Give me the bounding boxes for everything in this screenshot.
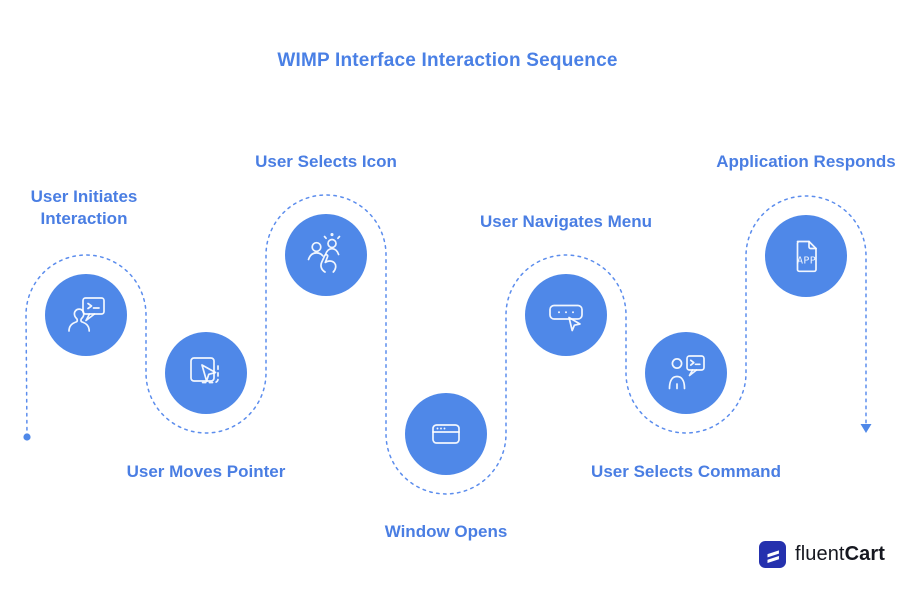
step-circle-user-moves-pointer — [165, 332, 247, 414]
path-end-arrow-icon — [860, 424, 872, 433]
step-label-user-initiates-interaction: User Initiates Interaction — [30, 187, 138, 229]
menu-cursor-icon — [549, 304, 583, 332]
step-label-user-moves-pointer: User Moves Pointer — [126, 462, 286, 481]
step-circle-user-selects-command — [645, 332, 727, 414]
user-chat-icon — [68, 297, 105, 332]
pointer-square-icon — [190, 357, 219, 384]
step-label-application-responds: Application Responds — [716, 152, 896, 171]
path-start-dot — [23, 433, 31, 441]
app-file-icon: APP — [796, 240, 817, 273]
window-icon — [432, 424, 460, 444]
step-circle-window-opens — [405, 393, 487, 475]
step-circle-user-initiates-interaction — [45, 274, 127, 356]
svg-text:APP: APP — [797, 256, 816, 267]
user-command-icon — [668, 355, 705, 390]
brand-name-bold: Cart — [844, 543, 885, 565]
step-label-user-selects-icon: User Selects Icon — [255, 152, 397, 171]
brand-logo: fluentCart — [759, 541, 885, 568]
brand-name-regular: fluent — [795, 543, 845, 565]
step-label-user-selects-command: User Selects Command — [591, 462, 781, 481]
tap-select-icon — [307, 233, 341, 273]
step-circle-user-selects-icon — [285, 214, 367, 296]
step-label-window-opens: Window Opens — [384, 522, 508, 541]
page-title: WIMP Interface Interaction Sequence — [277, 50, 618, 71]
fluentcart-logo-icon — [759, 541, 787, 568]
step-label-user-navigates-menu: User Navigates Menu — [480, 212, 652, 231]
step-circle-user-navigates-menu — [525, 274, 607, 356]
step-circle-application-responds: APP — [765, 215, 847, 297]
brand-name: fluentCart — [795, 543, 885, 566]
dotted-path — [25, 194, 867, 495]
